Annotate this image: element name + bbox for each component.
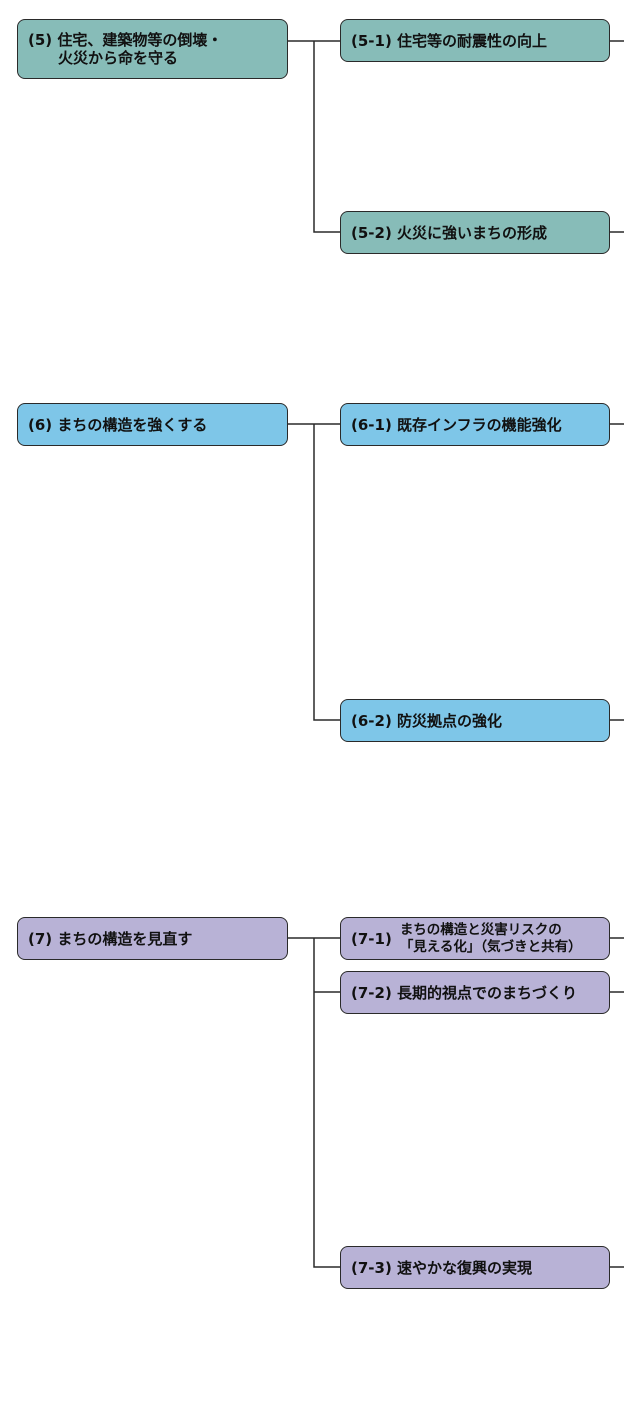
- child-6-2-label: (6-2) 防災拠点の強化: [351, 712, 503, 730]
- connector-7: [288, 937, 624, 1268]
- child-7-1-number: (7-1): [351, 929, 392, 948]
- child-7-1-line1: まちの構造と災害リスクの: [399, 921, 562, 938]
- child-box-7-1: (7-1) まちの構造と災害リスクの 「見える化」（気づきと共有）: [340, 917, 610, 960]
- child-5-2-label: (5-2) 火災に強いまちの形成: [351, 224, 548, 242]
- child-box-6-1: (6-1) 既存インフラの機能強化: [340, 403, 610, 446]
- child-box-5-1: (5-1) 住宅等の耐震性の向上: [340, 19, 610, 62]
- parent-5-line1: (5) 住宅、建築物等の倒壊・: [28, 31, 223, 49]
- child-box-7-2: (7-2) 長期的視点でのまちづくり: [340, 971, 610, 1014]
- parent-box-5: (5) 住宅、建築物等の倒壊・ 火災から命を守る: [17, 19, 288, 79]
- connector-6: [288, 423, 624, 721]
- child-7-2-label: (7-2) 長期的視点でのまちづくり: [351, 984, 578, 1002]
- parent-6-label: (6) まちの構造を強くする: [28, 416, 208, 434]
- child-5-1-label: (5-1) 住宅等の耐震性の向上: [351, 32, 548, 50]
- child-box-7-3: (7-3) 速やかな復興の実現: [340, 1246, 610, 1289]
- parent-box-7: (7) まちの構造を見直す: [17, 917, 288, 960]
- child-7-3-label: (7-3) 速やかな復興の実現: [351, 1259, 533, 1277]
- parent-5-line2: 火災から命を守る: [58, 49, 179, 67]
- parent-7-label: (7) まちの構造を見直す: [28, 930, 193, 948]
- child-box-6-2: (6-2) 防災拠点の強化: [340, 699, 610, 742]
- connector-5: [288, 40, 624, 233]
- child-6-1-label: (6-1) 既存インフラの機能強化: [351, 416, 562, 434]
- child-box-5-2: (5-2) 火災に強いまちの形成: [340, 211, 610, 254]
- child-7-1-line2: 「見える化」（気づきと共有）: [399, 938, 582, 955]
- parent-box-6: (6) まちの構造を強くする: [17, 403, 288, 446]
